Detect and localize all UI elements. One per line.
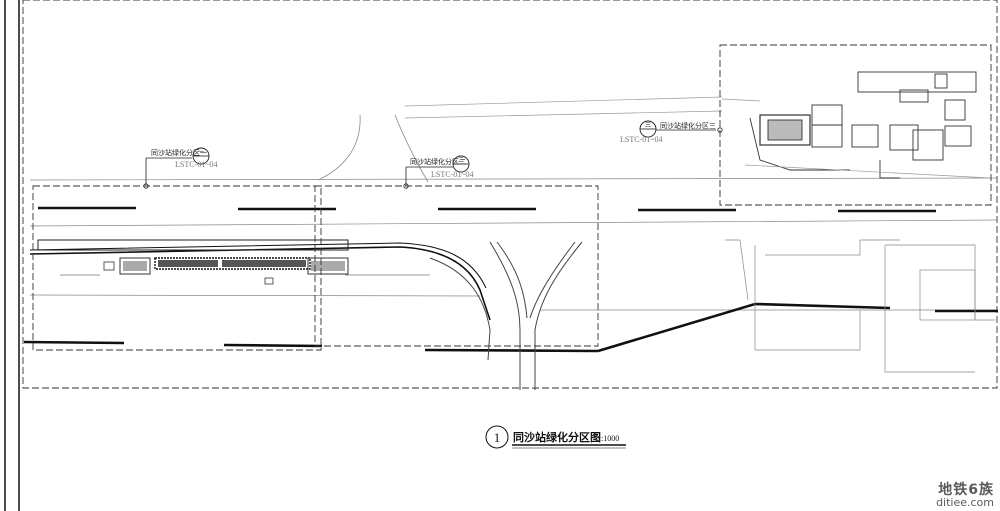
zone-3-circle-text: 三 [645,122,651,129]
zone-2-circle-text: 二 [458,158,464,164]
zone-1-sheet-ref: LSTC-01~04 [175,160,218,169]
zone-boundaries [32,44,992,351]
title-number: 1 [494,430,501,445]
y-junction-roads [429,241,583,390]
zone-2-label: 同沙站绿化分区二 [410,157,466,166]
overall-extent-boundary [22,0,998,389]
building-footprints [725,239,995,373]
main-road [29,177,999,311]
zone-1-boundary [32,185,322,351]
zone-3-sheet-ref: LSTC-01~04 [620,135,663,144]
zone-3-label: 同沙站绿化分区三 [660,121,716,130]
zone-2-boundary [314,185,599,347]
zone-callout-3: 三 同沙站绿化分区三 LSTC-01~04 [620,120,723,144]
zone-3-facilities [744,71,991,179]
lane-markings [23,206,998,353]
watermark-url: ditiee.com [936,496,994,510]
watermark: 地铁6族 ditiee.com [936,483,994,509]
zone-2-sheet-ref: LSTC-01~04 [431,170,474,179]
zone-1-circle-text: 一 [198,150,204,156]
station-platform [29,239,491,321]
curved-roads [317,114,429,183]
zone-1-label: 同沙站绿化分区一 [151,148,207,157]
title-text: 同沙站绿化分区图 [513,430,601,444]
watermark-title: 地铁6族 [938,481,994,498]
title-scale: 1:1000 [597,434,619,443]
top-road-lines [404,96,761,119]
zone-callout-1: 一 同沙站绿化分区一 LSTC-01~04 [143,147,218,189]
zone-3-boundary [719,44,992,206]
drawing-title: 1 同沙站绿化分区图 1:1000 [485,425,626,449]
zone-callout-2: 二 同沙站绿化分区二 LSTC-01~04 [403,155,474,189]
drawing-frame [4,0,20,511]
